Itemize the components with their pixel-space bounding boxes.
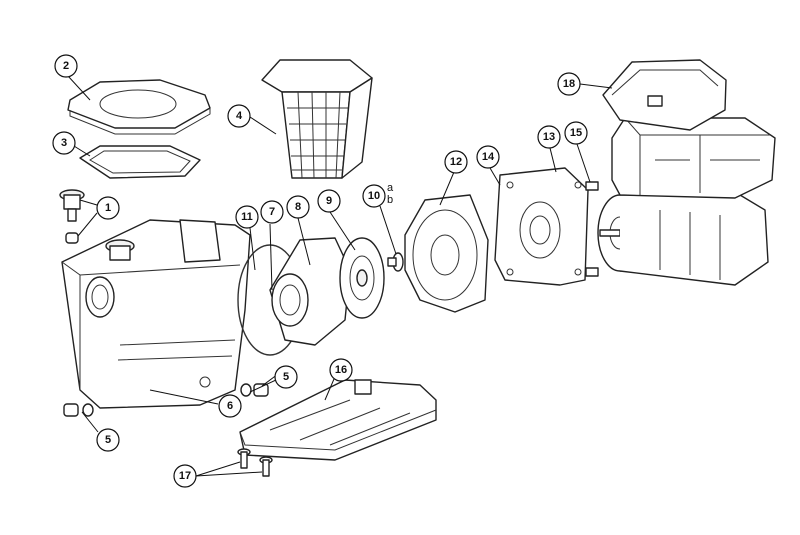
impeller <box>339 237 385 319</box>
strainer-basket <box>261 59 373 179</box>
callout-2-label: 2 <box>63 60 69 72</box>
callout-8: 8 <box>286 195 310 219</box>
lid-o-ring <box>79 145 201 179</box>
callout-10-label: 10 <box>368 190 380 202</box>
callout-11: 11 <box>235 205 259 229</box>
callout-7: 7 <box>260 200 284 224</box>
callout-17: 17 <box>173 464 197 488</box>
callout-16-label: 16 <box>335 364 347 376</box>
motor-adapter <box>494 167 589 286</box>
callout-18: 18 <box>557 72 581 96</box>
diffuser <box>269 237 351 346</box>
callout-1: 1 <box>96 196 120 220</box>
motor-cover <box>602 59 727 131</box>
pump-housing <box>61 219 251 409</box>
callout-4-label: 4 <box>236 110 243 122</box>
seal-plate <box>404 194 489 313</box>
callout-12-label: 12 <box>450 156 462 168</box>
callout-9-label: 9 <box>326 195 332 207</box>
callout-6-label: 6 <box>227 400 233 412</box>
callout-14: 14 <box>476 145 500 169</box>
drain-plug-lower <box>63 403 94 417</box>
callout-13-label: 13 <box>543 131 555 143</box>
callout-18-label: 18 <box>563 78 575 90</box>
adapter-bolts <box>585 181 599 277</box>
callout-5-right: 5 <box>274 365 298 389</box>
callout-15: 15 <box>564 121 588 145</box>
callout-15-label: 15 <box>570 127 582 139</box>
callout-7-label: 7 <box>269 206 275 218</box>
drain-plug-knob <box>59 189 85 244</box>
callout-11-label: 11 <box>241 211 253 223</box>
callout-5-lower-label: 5 <box>105 434 111 446</box>
callout-3: 3 <box>52 131 76 155</box>
callout-3-label: 3 <box>61 137 67 149</box>
callout-16: 16 <box>329 358 353 382</box>
callout-17-label: 17 <box>179 470 191 482</box>
base-screws <box>237 448 273 477</box>
callout-14-label: 14 <box>482 151 495 163</box>
impeller-screw <box>387 252 404 272</box>
callout-12: 12 <box>444 150 468 174</box>
callout-1-label: 1 <box>105 202 111 214</box>
leader-lines <box>67 75 613 477</box>
callout-8-label: 8 <box>295 201 301 213</box>
callout-5-lower: 5 <box>96 428 120 452</box>
callout-13: 13 <box>537 125 561 149</box>
callout-2: 2 <box>54 54 78 78</box>
strainer-lid <box>67 79 211 135</box>
callout-10-sub-a: a <box>387 182 394 194</box>
callout-9: 9 <box>317 189 341 213</box>
pump-motor <box>597 117 776 286</box>
callout-10: 10 a b <box>362 182 394 208</box>
callout-4: 4 <box>227 104 251 128</box>
callout-5-right-label: 5 <box>283 371 289 383</box>
callout-6: 6 <box>218 394 242 418</box>
callout-10-sub-b: b <box>387 194 393 206</box>
pump-base <box>239 379 437 461</box>
